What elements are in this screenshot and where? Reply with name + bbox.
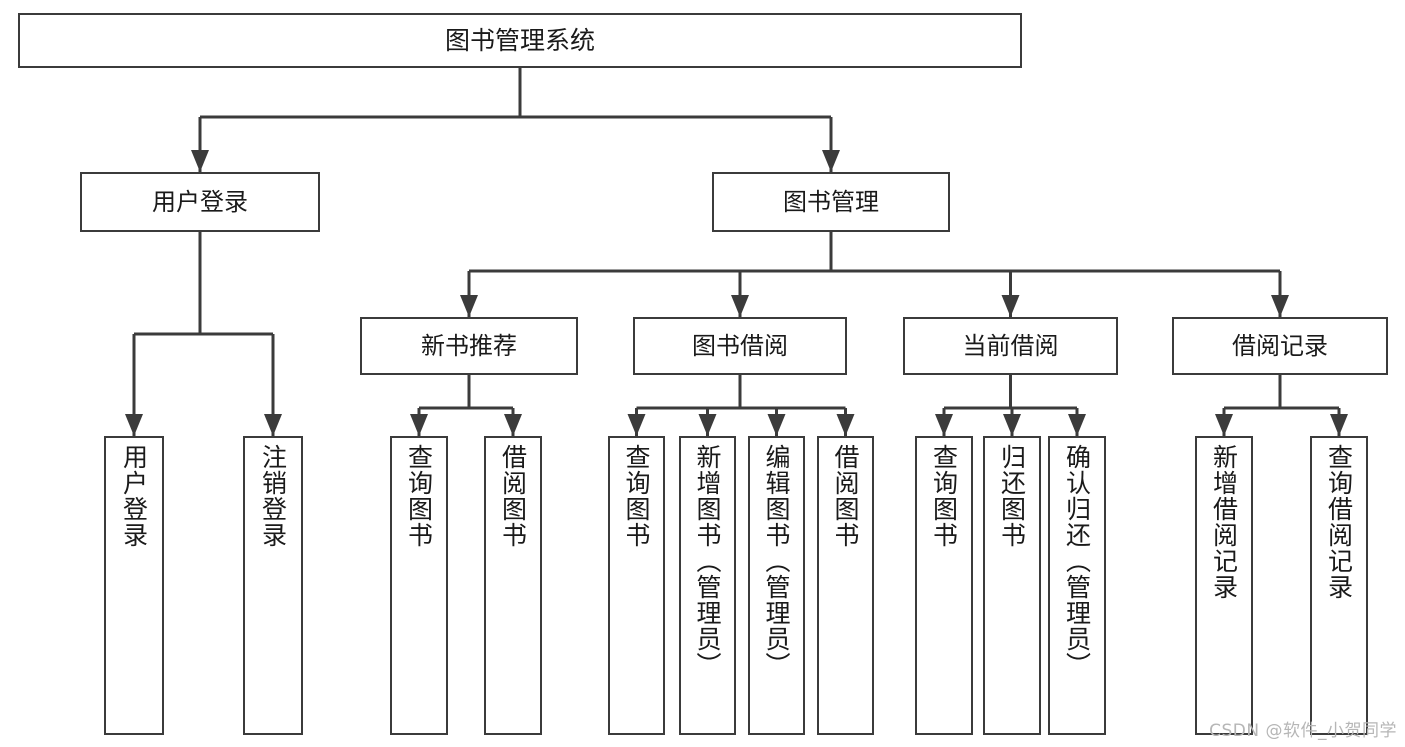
- node-leaf-bor-1[interactable]: 查询图书: [608, 436, 665, 735]
- node-root[interactable]: 图书管理系统: [18, 13, 1022, 68]
- node-label-leaf-login-1: 用户登录: [119, 444, 149, 548]
- node-label-leaf-new-2: 借阅图书: [498, 444, 528, 548]
- node-leaf-bor-2[interactable]: 新增图书（管理员）: [679, 436, 736, 735]
- node-leaf-cur-2[interactable]: 归还图书: [983, 436, 1041, 735]
- node-label-leaf-bor-3: 编辑图书（管理员）: [762, 444, 791, 678]
- node-label-leaf-rec-1: 新增借阅记录: [1209, 444, 1239, 600]
- watermark-text: CSDN @软件_小贺同学: [1209, 721, 1397, 741]
- node-label-current: 当前借阅: [962, 331, 1059, 360]
- node-label-leaf-new-1: 查询图书: [404, 444, 434, 548]
- node-label-records: 借阅记录: [1232, 331, 1328, 360]
- node-label-root: 图书管理系统: [444, 25, 595, 55]
- node-leaf-login-1[interactable]: 用户登录: [104, 436, 164, 735]
- node-leaf-login-2[interactable]: 注销登录: [243, 436, 303, 735]
- node-label-leaf-cur-1: 查询图书: [929, 444, 959, 548]
- node-current[interactable]: 当前借阅: [903, 317, 1118, 375]
- node-label-borrow: 图书借阅: [692, 331, 788, 360]
- node-leaf-rec-2[interactable]: 查询借阅记录: [1310, 436, 1368, 735]
- node-label-leaf-bor-4: 借阅图书: [831, 444, 860, 548]
- node-records[interactable]: 借阅记录: [1172, 317, 1388, 375]
- node-label-leaf-bor-2: 新增图书（管理员）: [693, 444, 722, 678]
- node-label-leaf-cur-3: 确认归还（管理员）: [1062, 444, 1092, 678]
- node-label-leaf-bor-1: 查询图书: [622, 444, 651, 548]
- node-newbook[interactable]: 新书推荐: [360, 317, 578, 375]
- node-leaf-cur-1[interactable]: 查询图书: [915, 436, 973, 735]
- node-bookmgmt[interactable]: 图书管理: [712, 172, 950, 232]
- node-leaf-new-1[interactable]: 查询图书: [390, 436, 448, 735]
- node-label-bookmgmt: 图书管理: [783, 187, 879, 216]
- node-label-newbook: 新书推荐: [421, 331, 517, 360]
- node-borrow[interactable]: 图书借阅: [633, 317, 847, 375]
- node-leaf-bor-4[interactable]: 借阅图书: [817, 436, 874, 735]
- node-label-leaf-rec-2: 查询借阅记录: [1324, 444, 1354, 600]
- node-label-login: 用户登录: [152, 187, 248, 216]
- node-leaf-new-2[interactable]: 借阅图书: [484, 436, 542, 735]
- node-label-leaf-cur-2: 归还图书: [997, 444, 1027, 548]
- node-login[interactable]: 用户登录: [80, 172, 320, 232]
- node-leaf-bor-3[interactable]: 编辑图书（管理员）: [748, 436, 805, 735]
- node-leaf-rec-1[interactable]: 新增借阅记录: [1195, 436, 1253, 735]
- node-label-leaf-login-2: 注销登录: [258, 444, 288, 548]
- node-leaf-cur-3[interactable]: 确认归还（管理员）: [1048, 436, 1106, 735]
